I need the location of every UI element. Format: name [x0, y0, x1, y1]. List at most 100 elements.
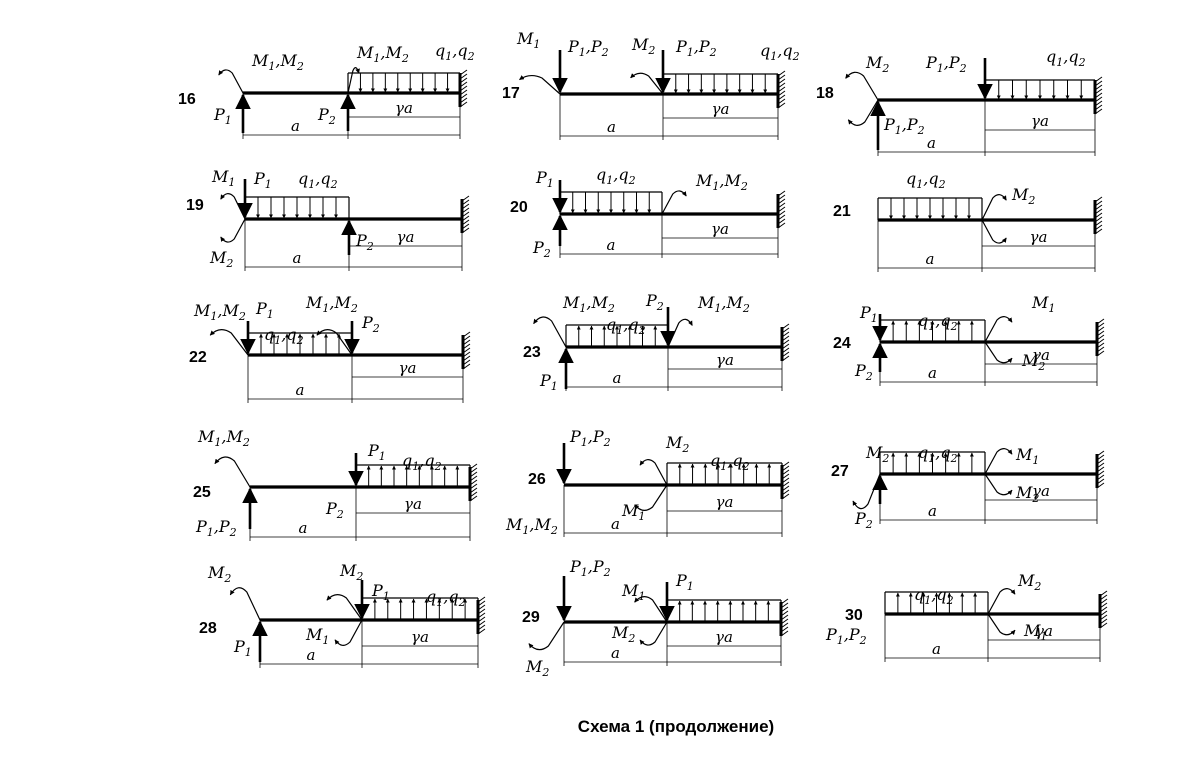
support-hatch	[461, 211, 470, 218]
support-hatch	[462, 331, 471, 338]
support-hatch	[781, 347, 790, 354]
scheme-number: 28	[199, 620, 217, 637]
support-hatch	[780, 598, 789, 605]
support-hatch	[777, 218, 786, 225]
support-hatch	[477, 628, 486, 635]
moment-arrow	[984, 341, 1013, 364]
support-hatch	[477, 620, 486, 627]
moment-arrow	[661, 190, 687, 215]
support-hatch	[1099, 618, 1108, 625]
support-hatch	[781, 343, 790, 350]
force-label: M1,M2	[193, 301, 246, 323]
scheme-number: 27	[831, 463, 849, 480]
support-hatch	[1096, 470, 1105, 477]
force-label: P1,P2	[925, 53, 967, 75]
force-label: q1,q2	[918, 311, 958, 333]
support-hatch	[469, 475, 478, 482]
force-label: M2	[865, 53, 889, 75]
force-label: P1	[253, 169, 272, 191]
force-label: P1	[367, 441, 386, 463]
force-label: M2	[207, 563, 231, 585]
force-label: M1	[305, 625, 329, 647]
force-label: P1	[233, 637, 252, 659]
dimension-a-label: a	[299, 519, 308, 537]
support-hatch	[461, 215, 470, 222]
dimension-ga-label: γa	[411, 628, 429, 646]
force-label: M2	[1011, 185, 1035, 207]
force-label: P2	[317, 105, 336, 127]
support-hatch	[781, 327, 790, 334]
force-label: q1,q2	[914, 585, 954, 607]
support-hatch	[777, 214, 786, 221]
force-label: P1,P2	[569, 427, 611, 449]
force-label: q1,q2	[402, 451, 442, 473]
support-hatch	[1099, 606, 1108, 613]
force-label: M2	[339, 561, 363, 583]
force-label: P1	[255, 299, 274, 321]
scheme-number: 17	[502, 85, 520, 102]
force-label: q1,q2	[710, 451, 750, 473]
support-hatch	[780, 606, 789, 613]
force-label: M2	[665, 433, 689, 455]
support-hatch	[469, 467, 478, 474]
force-label: M1,M2	[695, 171, 748, 193]
dimension-a-label: a	[307, 646, 316, 664]
force-label: M1	[516, 29, 540, 51]
moment-arrow	[316, 329, 353, 356]
force-label: M1	[1023, 621, 1047, 643]
support-hatch	[781, 465, 790, 472]
dimension-a-label: a	[291, 117, 300, 135]
moment-arrow	[634, 596, 668, 623]
support-hatch	[459, 77, 468, 84]
support-hatch	[777, 102, 786, 109]
support-hatch	[777, 222, 786, 229]
moment-arrow	[528, 621, 565, 651]
support-hatch	[1096, 334, 1105, 341]
support-hatch	[1094, 92, 1103, 99]
support-hatch	[1096, 482, 1105, 489]
support-hatch	[777, 206, 786, 213]
support-hatch	[781, 461, 790, 468]
moment-arrow	[214, 456, 251, 488]
support-hatch	[462, 347, 471, 354]
support-hatch	[781, 477, 790, 484]
support-hatch	[461, 227, 470, 234]
support-hatch	[1096, 326, 1105, 333]
force-label: M1,M2	[505, 515, 558, 537]
force-label: P1	[539, 371, 558, 393]
force-label: P1	[535, 168, 554, 190]
moment-arrow	[981, 219, 1007, 244]
moment-arrow	[639, 459, 668, 486]
support-hatch	[781, 331, 790, 338]
support-hatch	[462, 355, 471, 362]
moment-arrow	[347, 67, 360, 94]
moment-arrow	[987, 588, 1016, 615]
support-hatch	[781, 485, 790, 492]
support-hatch	[1094, 208, 1103, 215]
force-label: M2	[1021, 351, 1045, 373]
dimension-ga-label: γa	[1032, 482, 1050, 500]
dimension-a-label: a	[293, 249, 302, 267]
dimension-ga-label: γa	[1035, 622, 1053, 640]
dimension-a-label: a	[607, 118, 616, 136]
support-hatch	[461, 207, 470, 214]
support-hatch	[1099, 594, 1108, 601]
support-hatch	[477, 596, 486, 603]
support-hatch	[777, 94, 786, 101]
dimension-ga-label: γa	[716, 351, 734, 369]
support-hatch	[777, 190, 786, 197]
dimension-ga-label: γa	[712, 100, 730, 118]
support-hatch	[781, 355, 790, 362]
moment-arrow	[984, 473, 1013, 496]
moment-arrow	[519, 75, 561, 95]
support-hatch	[461, 223, 470, 230]
dimension-ga-label: γa	[1031, 112, 1049, 130]
